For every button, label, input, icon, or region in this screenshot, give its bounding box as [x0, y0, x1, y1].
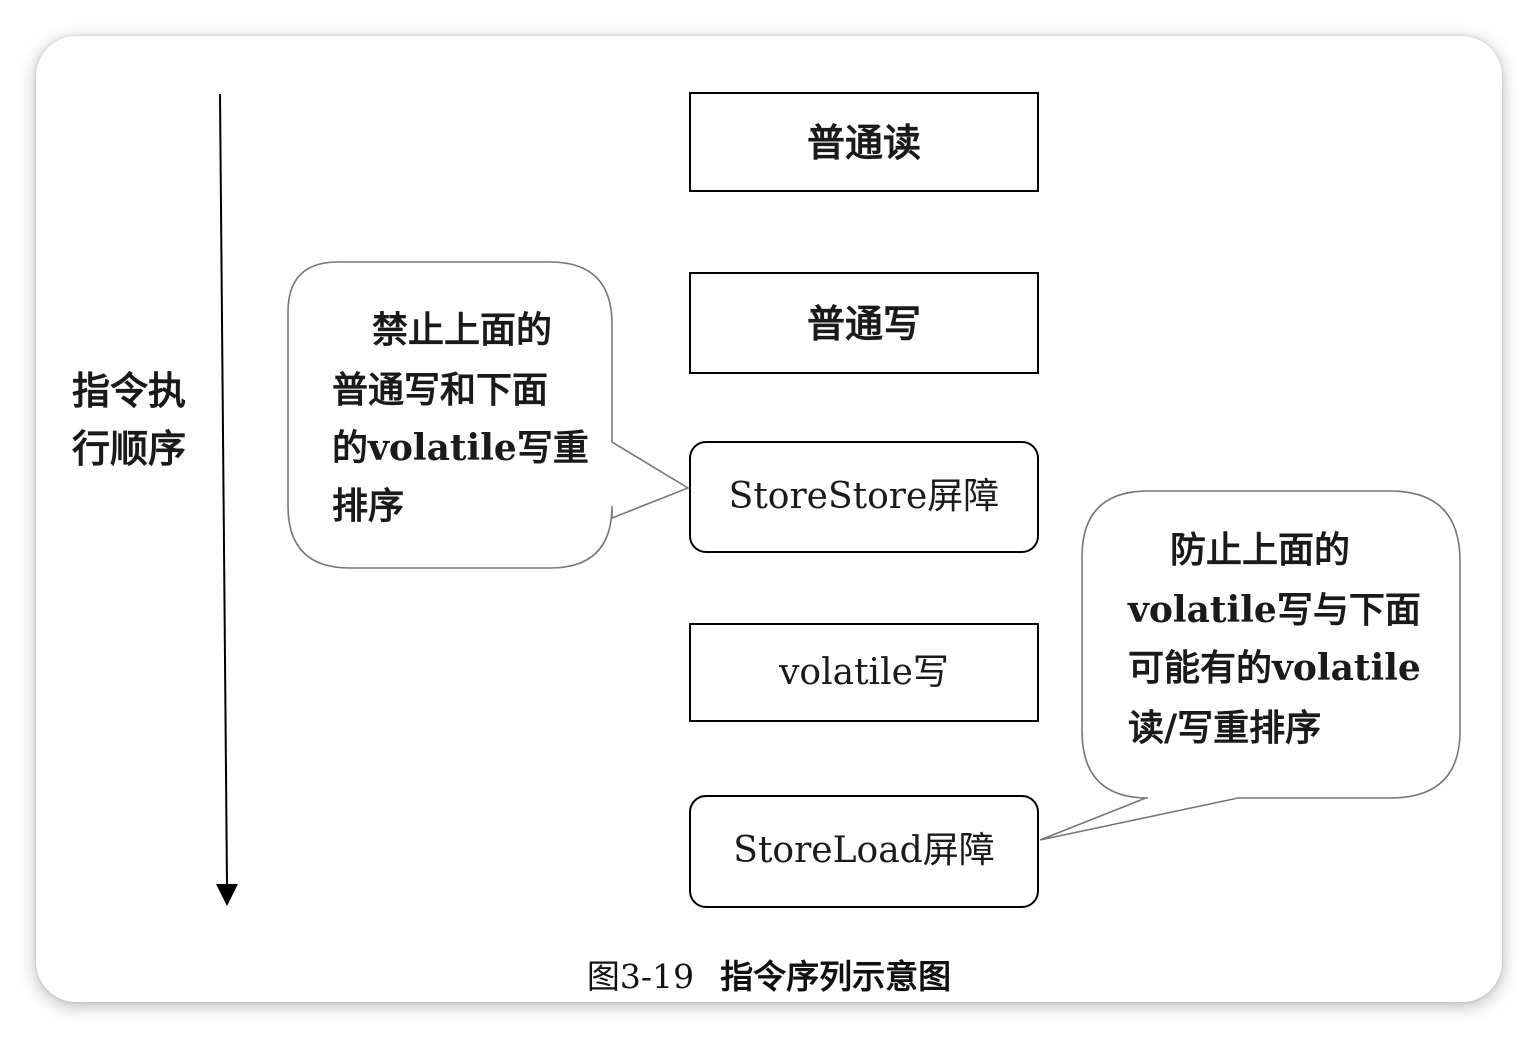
callout-text-line: 禁止上面的: [372, 309, 552, 351]
figure-caption: 图3-19 指令序列示意图: [36, 950, 1502, 998]
callout-right-text: 防止上面的 volatile写与下面 可能有的volatile 读/写重排序: [1127, 529, 1433, 749]
axis-label-line: 指令执: [72, 368, 186, 413]
callout-left: 禁止上面的 普通写和下面 的volatile写重 排序: [287, 261, 690, 569]
box-volatile-write: volatile写: [689, 623, 1039, 722]
callout-text-line: 普通写和下面: [332, 369, 548, 411]
box-frame: [689, 272, 1039, 374]
figure-frame: 指令执 行顺序 普通读 普通写 StoreStore屏障 volatile写 S…: [36, 36, 1502, 1002]
callout-right-bubble: [1039, 490, 1461, 841]
callout-text-line: 防止上面的: [1170, 529, 1350, 571]
callout-text-line: 排序: [332, 485, 404, 527]
callout-right: 防止上面的 volatile写与下面 可能有的volatile 读/写重排序: [1039, 490, 1461, 841]
arrow-shaft: [219, 93, 228, 887]
box-normal-write: 普通写: [689, 272, 1039, 374]
callout-left-bubble: [287, 261, 690, 569]
box-label: 普通读: [807, 120, 921, 165]
box-storeload-barrier: StoreLoad屏障: [689, 795, 1039, 908]
box-label: 普通写: [807, 301, 921, 346]
box-label: StoreStore屏障: [729, 476, 1000, 517]
box-frame: [689, 795, 1039, 908]
box-frame: [689, 92, 1039, 192]
box-label: StoreLoad屏障: [733, 830, 994, 871]
box-frame: [689, 623, 1039, 722]
arrow-head: [216, 884, 238, 906]
box-frame: [689, 441, 1039, 553]
callout-text-line: 读/写重排序: [1128, 707, 1321, 749]
callout-text-line: 的volatile写重: [332, 427, 589, 469]
box-storestore-barrier: StoreStore屏障: [689, 441, 1039, 553]
caption-title: 指令序列示意图: [720, 957, 952, 996]
instruction-sequence-diagram: 指令执 行顺序 普通读 普通写 StoreStore屏障 volatile写 S…: [72, 92, 1461, 908]
caption-number: 图3-19: [586, 957, 695, 996]
box-normal-read: 普通读: [689, 92, 1039, 192]
execution-order-arrow: [216, 93, 238, 906]
callout-text-line: 可能有的volatile: [1128, 647, 1421, 689]
axis-label: 指令执 行顺序: [72, 368, 199, 471]
box-label: volatile写: [778, 652, 949, 693]
axis-label-line: 行顺序: [72, 426, 186, 471]
callout-text-line: volatile写与下面: [1127, 589, 1421, 631]
callout-left-text: 禁止上面的 普通写和下面 的volatile写重 排序: [332, 309, 601, 527]
